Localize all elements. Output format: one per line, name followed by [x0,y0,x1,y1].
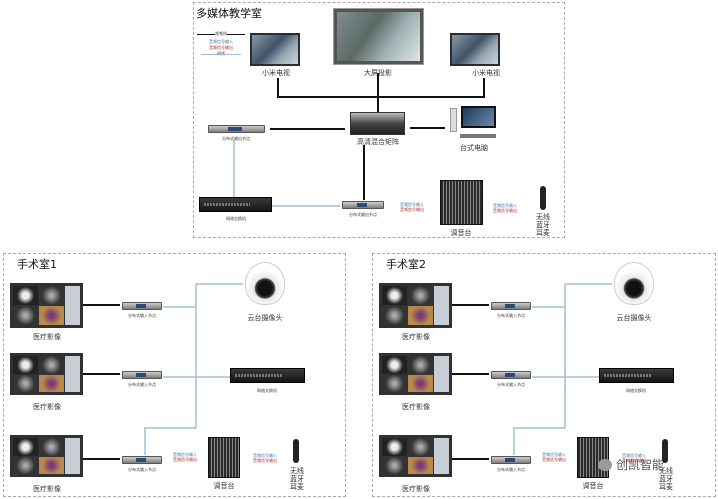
monitor-label: 医疗影像 [402,485,430,493]
switch-label: 网络交换机 [626,388,646,393]
tv-right [450,33,500,66]
medical-monitor [10,353,83,395]
mixer-label: 调音台 [450,229,472,237]
audio-mixer [577,437,609,478]
audio-in-label: 音频信号输入 [542,452,566,457]
headset-audio-out-label: 音频信号输出 [622,458,646,463]
matrix-label: 高清混合矩阵 [357,138,399,146]
operating-room-2: 手术室2 医疗影像 医疗影像 医疗影像 分布式输入节点 分布式输入节点 分布式输… [372,253,716,497]
input-node [122,456,162,464]
headset-audio-in-label: 音频信号输入 [622,453,646,458]
camera-label: 云台摄像头 [247,314,283,322]
audio-arrows-mixer: 音频信号输入 音频信号输出 [534,452,574,462]
audio-arrows-mixer: 音频信号输入 音频信号输出 [165,452,205,462]
audio-in-label: 音频信号输入 [173,452,197,457]
ptz-camera-icon [614,262,654,305]
tv-left-label: 小米电视 [262,69,290,77]
input-node-label: 分布式输入节点 [497,313,525,318]
legend-audio-in: 音频信号输入 [209,39,233,44]
input-node [491,456,531,464]
ptz-camera-icon [245,262,285,305]
projector-label: 大屏投影 [364,69,392,77]
tv-left [250,33,300,66]
watermark-text: 创凯智能 [616,458,665,472]
monitor-label: 医疗影像 [33,485,61,493]
input-node [491,371,531,379]
mixer-label: 调音台 [213,482,235,490]
tv-right-label: 小米电视 [472,69,500,77]
output-node-bottom-label: 分布式输出节点 [349,212,377,217]
camera-label: 云台摄像头 [616,314,652,322]
audio-out-label: 音频信号输出 [400,207,424,212]
legend: 视频线 音频信号输入 音频信号输出 网线 [197,30,245,60]
audio-arrows-headset: 音频信号输入 音频信号输出 [614,453,654,463]
output-node-top [208,125,265,133]
medical-monitor [379,435,452,477]
audio-mixer [208,437,240,478]
audio-arrows-headset: 音频信号输入 音频信号输出 [483,203,527,213]
input-node-label: 分布式输入节点 [128,382,156,387]
monitor-label: 医疗影像 [33,403,61,411]
classroom-section [193,2,565,238]
audio-out-label: 音频信号输出 [173,457,197,462]
network-switch [599,368,674,383]
room-title: 手术室1 [17,258,57,271]
bluetooth-headset-icon [293,439,299,463]
output-node-top-label: 分布式输出节点 [222,136,250,141]
network-switch [199,197,272,212]
switch-label: 网络交换机 [226,216,246,221]
medical-monitor [10,283,83,328]
hd-matrix [350,112,405,135]
bluetooth-headset-icon [662,439,668,463]
headset-label: 无线蓝牙耳麦 [536,213,550,237]
audio-arrows-mixer: 音频信号输入 音频信号输出 [390,202,434,212]
audio-arrows-headset: 音频信号输入 音频信号输出 [245,453,285,463]
medical-monitor [379,283,452,328]
pc-label: 台式电脑 [460,144,488,152]
input-node-label: 分布式输入节点 [497,382,525,387]
audio-in-label: 音频信号输入 [400,202,424,207]
bluetooth-headset-icon [540,186,546,210]
room-title: 手术室2 [386,258,426,271]
legend-video-label: 视频线 [215,31,227,37]
mixer-label: 调音台 [582,482,604,490]
monitor-label: 医疗影像 [33,333,61,341]
medical-monitor [10,435,83,477]
headset-audio-out-label: 音频信号输出 [493,208,517,213]
watermark: 创凯智能 [598,456,664,473]
audio-out-label: 音频信号输出 [542,457,566,462]
operating-room-1: 手术室1 医疗影像 医疗影像 医疗影像 分布式输入节点 分布式输入节点 分布式输… [3,253,346,497]
audio-mixer [440,180,483,225]
headset-audio-in-label: 音频信号输入 [493,203,517,208]
medical-monitor [379,353,452,395]
projector-screen [333,8,424,65]
input-node [491,302,531,310]
headset-audio-in-label: 音频信号输入 [253,453,277,458]
headset-label: 无线蓝牙耳麦 [659,467,673,491]
input-node-label: 分布式输入节点 [497,467,525,472]
input-node [122,371,162,379]
desktop-pc [450,106,498,140]
classroom-title: 多媒体教学室 [196,7,262,20]
input-node-label: 分布式输入节点 [128,313,156,318]
input-node-label: 分布式输入节点 [128,467,156,472]
input-node [122,302,162,310]
network-switch [230,368,305,383]
legend-network-label: 网线 [217,51,225,57]
switch-label: 网络交换机 [257,388,277,393]
output-node-bottom [342,201,384,209]
wechat-logo-icon [598,458,612,471]
headset-label: 无线蓝牙耳麦 [290,467,304,491]
monitor-label: 医疗影像 [402,333,430,341]
headset-audio-out-label: 音频信号输出 [253,458,277,463]
monitor-label: 医疗影像 [402,403,430,411]
legend-audio-out: 音频信号输出 [209,45,233,50]
